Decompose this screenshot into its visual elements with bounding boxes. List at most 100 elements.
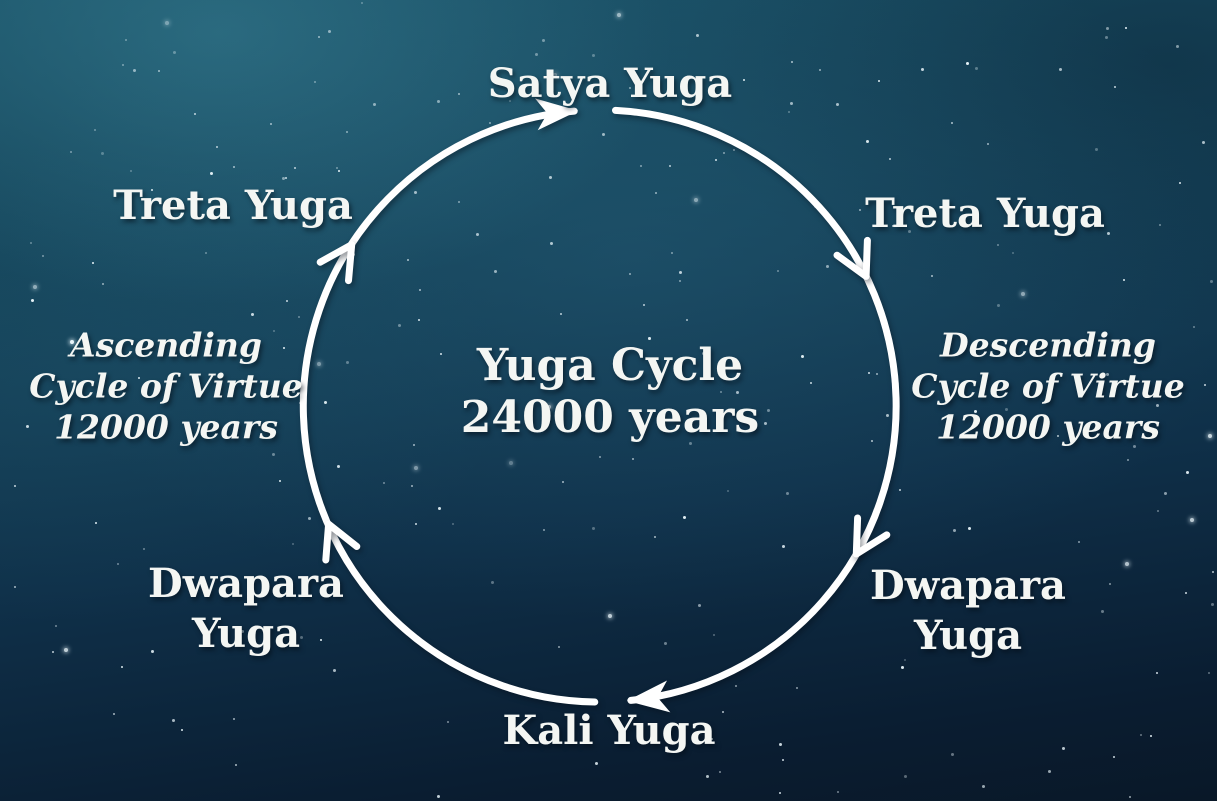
star-dot	[414, 191, 418, 195]
star-dot	[1157, 509, 1160, 512]
node-treta-yuga-ascending: Treta Yuga	[113, 182, 353, 229]
star-dot	[1164, 492, 1168, 496]
star-dot	[1056, 434, 1059, 437]
star-dot	[1100, 610, 1104, 614]
star-dot	[240, 630, 244, 634]
star-dot	[714, 158, 717, 161]
star-dot	[165, 21, 170, 26]
star-dot	[953, 529, 957, 533]
star-dot	[778, 792, 781, 795]
star-dot	[787, 110, 790, 113]
star-dot	[360, 1, 363, 4]
star-dot	[826, 265, 830, 269]
star-dot	[151, 188, 154, 191]
star-dot	[1109, 583, 1112, 586]
star-dot	[25, 424, 29, 428]
star-dot	[1208, 434, 1213, 439]
star-dot	[981, 785, 985, 789]
star-dot	[457, 200, 460, 203]
star-dot	[594, 762, 598, 766]
star-dot	[629, 273, 632, 276]
star-dot	[69, 151, 72, 154]
star-dot	[316, 362, 321, 367]
star-dot	[204, 252, 207, 255]
star-dot	[233, 718, 236, 721]
star-dot	[300, 635, 304, 639]
star-dot	[734, 685, 737, 688]
star-dot	[1179, 182, 1182, 185]
star-dot	[997, 304, 1001, 308]
star-dot	[683, 516, 687, 520]
star-dot	[686, 318, 688, 321]
star-dot	[742, 78, 745, 81]
star-dot	[541, 39, 545, 43]
star-dot	[418, 289, 421, 292]
star-dot	[1132, 444, 1136, 448]
node-satya-yuga: Satya Yuga	[487, 60, 733, 107]
star-dot	[781, 545, 785, 549]
star-dot	[836, 791, 839, 794]
star-dot	[112, 712, 115, 715]
star-dot	[1189, 517, 1194, 522]
star-dot	[215, 146, 218, 149]
star-dot	[293, 167, 296, 170]
star-dot	[781, 758, 784, 761]
star-dot	[543, 528, 546, 531]
annotation-line: 12000 years	[54, 407, 278, 447]
star-dot	[283, 346, 286, 349]
star-dot	[647, 337, 651, 341]
star-dot	[695, 34, 699, 38]
star-dot	[291, 389, 295, 393]
star-dot	[550, 242, 554, 246]
star-dot	[986, 142, 989, 145]
star-dot	[601, 132, 605, 136]
star-dot	[93, 128, 96, 131]
star-dot	[678, 280, 681, 283]
star-dot	[407, 258, 410, 261]
star-dot	[194, 112, 197, 115]
node-kali-yuga: Kali Yuga	[502, 707, 716, 754]
star-dot	[1122, 278, 1125, 281]
star-dot	[64, 648, 69, 653]
star-dot	[655, 191, 658, 194]
star-dot	[1113, 86, 1116, 89]
star-dot	[142, 548, 145, 551]
star-dot	[91, 261, 94, 264]
star-dot	[701, 352, 705, 356]
star-dot	[904, 775, 908, 779]
star-dot	[397, 323, 401, 327]
star-dot	[346, 361, 350, 365]
star-dot	[307, 516, 311, 520]
chevron-arrow-upper-left	[316, 241, 356, 285]
star-dot	[1059, 67, 1063, 71]
star-dot	[31, 298, 35, 302]
annotation-line: Ascending	[70, 325, 262, 365]
star-dot	[1185, 592, 1188, 595]
star-dot	[1193, 326, 1196, 329]
star-dot	[1185, 470, 1189, 474]
star-dot	[1077, 540, 1080, 543]
star-dot	[271, 453, 275, 457]
star-dot	[966, 62, 970, 66]
star-dot	[1021, 291, 1026, 296]
chevron-arrow-upper-right	[833, 236, 871, 280]
star-dot	[561, 481, 564, 484]
star-dot	[721, 710, 724, 713]
star-dot	[870, 440, 873, 443]
star-dot	[171, 719, 175, 723]
node-line: Yuga	[913, 612, 1023, 659]
star-dot	[173, 50, 176, 54]
star-dot	[706, 774, 710, 778]
descending-arc	[612, 106, 900, 713]
star-dot	[14, 585, 17, 588]
star-dot	[1106, 232, 1110, 236]
star-dot	[1124, 27, 1127, 30]
star-dot	[885, 414, 889, 417]
star-dot	[94, 522, 97, 525]
star-dot	[509, 460, 514, 465]
star-dot	[553, 72, 558, 77]
star-dot	[151, 649, 155, 653]
star-dot	[122, 64, 125, 67]
star-dot	[901, 665, 905, 669]
